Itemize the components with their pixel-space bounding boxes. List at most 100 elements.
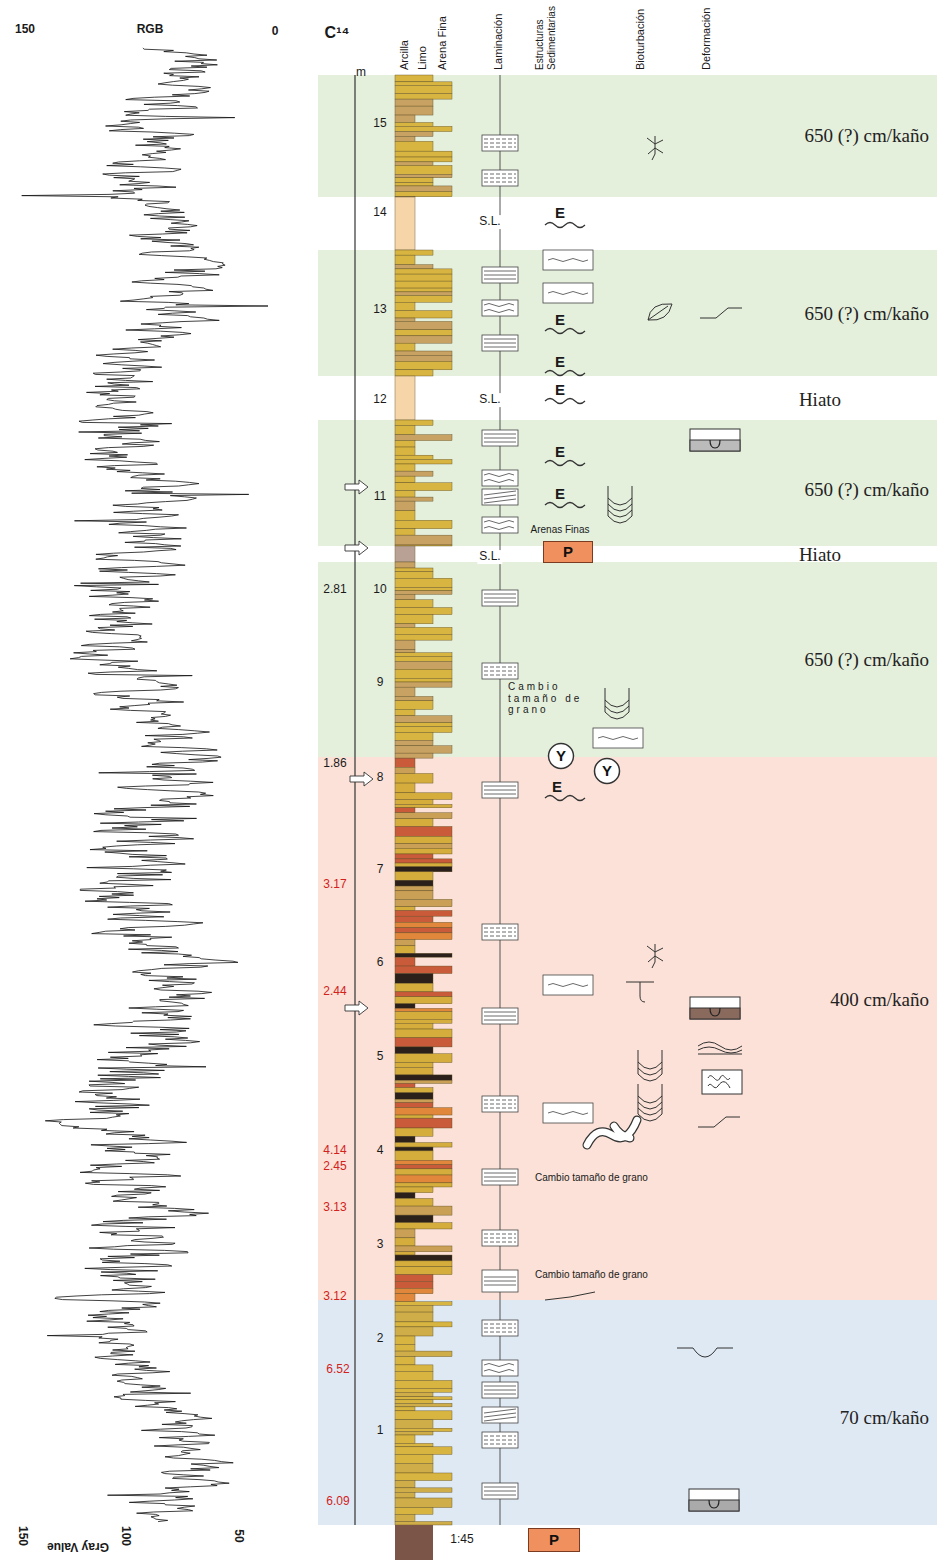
rate-band: 650 (?) cm/kaño: [318, 562, 937, 757]
lamina-line: [484, 1242, 516, 1243]
lamination-box: [482, 489, 518, 505]
erosion-wave: [545, 503, 585, 508]
lamina-line: [484, 1491, 516, 1492]
lithology-bed: [395, 85, 452, 93]
lithology-bed: [395, 997, 452, 1004]
lithology-bed: [395, 1083, 415, 1087]
erosion-wave: [545, 223, 585, 228]
lithology-bed: [395, 1229, 415, 1238]
lamina-line: [484, 1012, 516, 1013]
lithology-bed: [395, 520, 452, 528]
lithology-bed: [395, 1327, 433, 1336]
log-label: 50: [231, 1529, 245, 1542]
lithology-bed: [395, 1522, 452, 1525]
lithology-bed: [395, 1193, 415, 1199]
lithology-bed: [395, 361, 452, 369]
lithology-bed: [395, 132, 433, 137]
root-trace: [647, 136, 663, 160]
lithology-bed: [395, 420, 433, 425]
lithology-bed: [395, 476, 415, 483]
lithology-bed: [395, 1492, 415, 1498]
lamina-line: [484, 675, 516, 676]
log-label: 15: [373, 117, 386, 131]
lithology-bed: [395, 1075, 452, 1080]
lamina-wave: [484, 304, 514, 307]
erosion-wave: [545, 329, 585, 334]
lamina-wave: [484, 474, 514, 477]
lamina-line: [484, 786, 516, 787]
ripple-box: [543, 975, 593, 995]
lithology-bed: [395, 196, 415, 197]
log-label: Hiato: [799, 389, 841, 411]
log-label: 1: [377, 1424, 384, 1438]
burrow-u: [638, 1050, 662, 1074]
ripple-line: [598, 737, 638, 740]
lamination-box: [482, 1432, 518, 1448]
lamina-line: [484, 1100, 516, 1101]
lithology-bed: [395, 265, 433, 269]
lamination-box: [482, 1008, 518, 1024]
lithology-bed: [395, 1336, 415, 1344]
lithology-bed: [395, 174, 452, 177]
lamina-line: [484, 438, 516, 439]
lithology-bed: [395, 126, 452, 131]
lithology-bed: [395, 899, 452, 906]
rate-band: 650 (?) cm/kaño: [318, 75, 937, 197]
lithology-bed: [395, 1255, 452, 1261]
lamina-line: [484, 1104, 516, 1105]
fault-symbol: [698, 1117, 740, 1127]
lithology-bed: [395, 1305, 433, 1312]
lithology-bed: [395, 819, 433, 827]
lithology-bed: [395, 115, 415, 122]
lithology-bed: [395, 1147, 433, 1151]
lithology-bed: [395, 501, 415, 511]
burrow-u: [608, 504, 632, 511]
load-cast: [709, 1500, 719, 1508]
lamina-line: [484, 1495, 516, 1496]
log-label: 2: [377, 1332, 384, 1346]
lithology-bed: [395, 594, 415, 599]
fault-symbol: [700, 308, 742, 318]
log-label: Hiato: [799, 544, 841, 566]
lamina-wave: [484, 1364, 514, 1367]
lamina-cross: [484, 491, 516, 503]
burrow-u: [608, 510, 632, 517]
lithology-bed: [395, 1108, 452, 1115]
lamina-line: [484, 1444, 516, 1445]
lithology-bed: [395, 867, 452, 872]
lithology-bed: [395, 758, 415, 767]
lithology-bed: [395, 122, 433, 126]
lithology-bed: [395, 578, 452, 587]
log-label: 6.09: [326, 1495, 349, 1509]
lithology-bed: [395, 562, 415, 568]
lithology-bed: [395, 859, 452, 863]
pedogenic-box: P: [528, 1528, 580, 1552]
lithology-bed: [395, 1447, 452, 1455]
lithology-bed: [395, 916, 433, 922]
lamination-box: [482, 1169, 518, 1185]
plant-remains: [648, 304, 672, 320]
lithology-bed: [395, 907, 415, 911]
lithology-bed: [395, 1388, 452, 1392]
lamination-box: [482, 1230, 518, 1246]
burrow-u: [605, 712, 629, 719]
lithology-bed: [395, 1443, 433, 1446]
lamina-line: [484, 182, 516, 183]
rate-label: 650 (?) cm/kaño: [804, 303, 929, 325]
rate-label: 650 (?) cm/kaño: [804, 125, 929, 147]
lithology-bed: [395, 1322, 452, 1327]
convolute-line: [708, 1075, 730, 1088]
lamina-line: [484, 1281, 516, 1282]
log-label: E: [555, 443, 565, 460]
lithology-bed: [395, 783, 415, 793]
lithology-bed: [395, 1160, 452, 1164]
lithology-bed: [395, 1023, 433, 1029]
box-letter: P: [529, 1529, 579, 1551]
lithology-bed: [395, 1420, 433, 1428]
circle-letter: Y: [547, 742, 575, 770]
lithology-bed: [395, 1252, 415, 1255]
ripple-line: [548, 984, 588, 987]
log-label: 13: [373, 303, 386, 317]
log-label: 150: [15, 23, 35, 37]
lithology-bed: [395, 464, 415, 471]
